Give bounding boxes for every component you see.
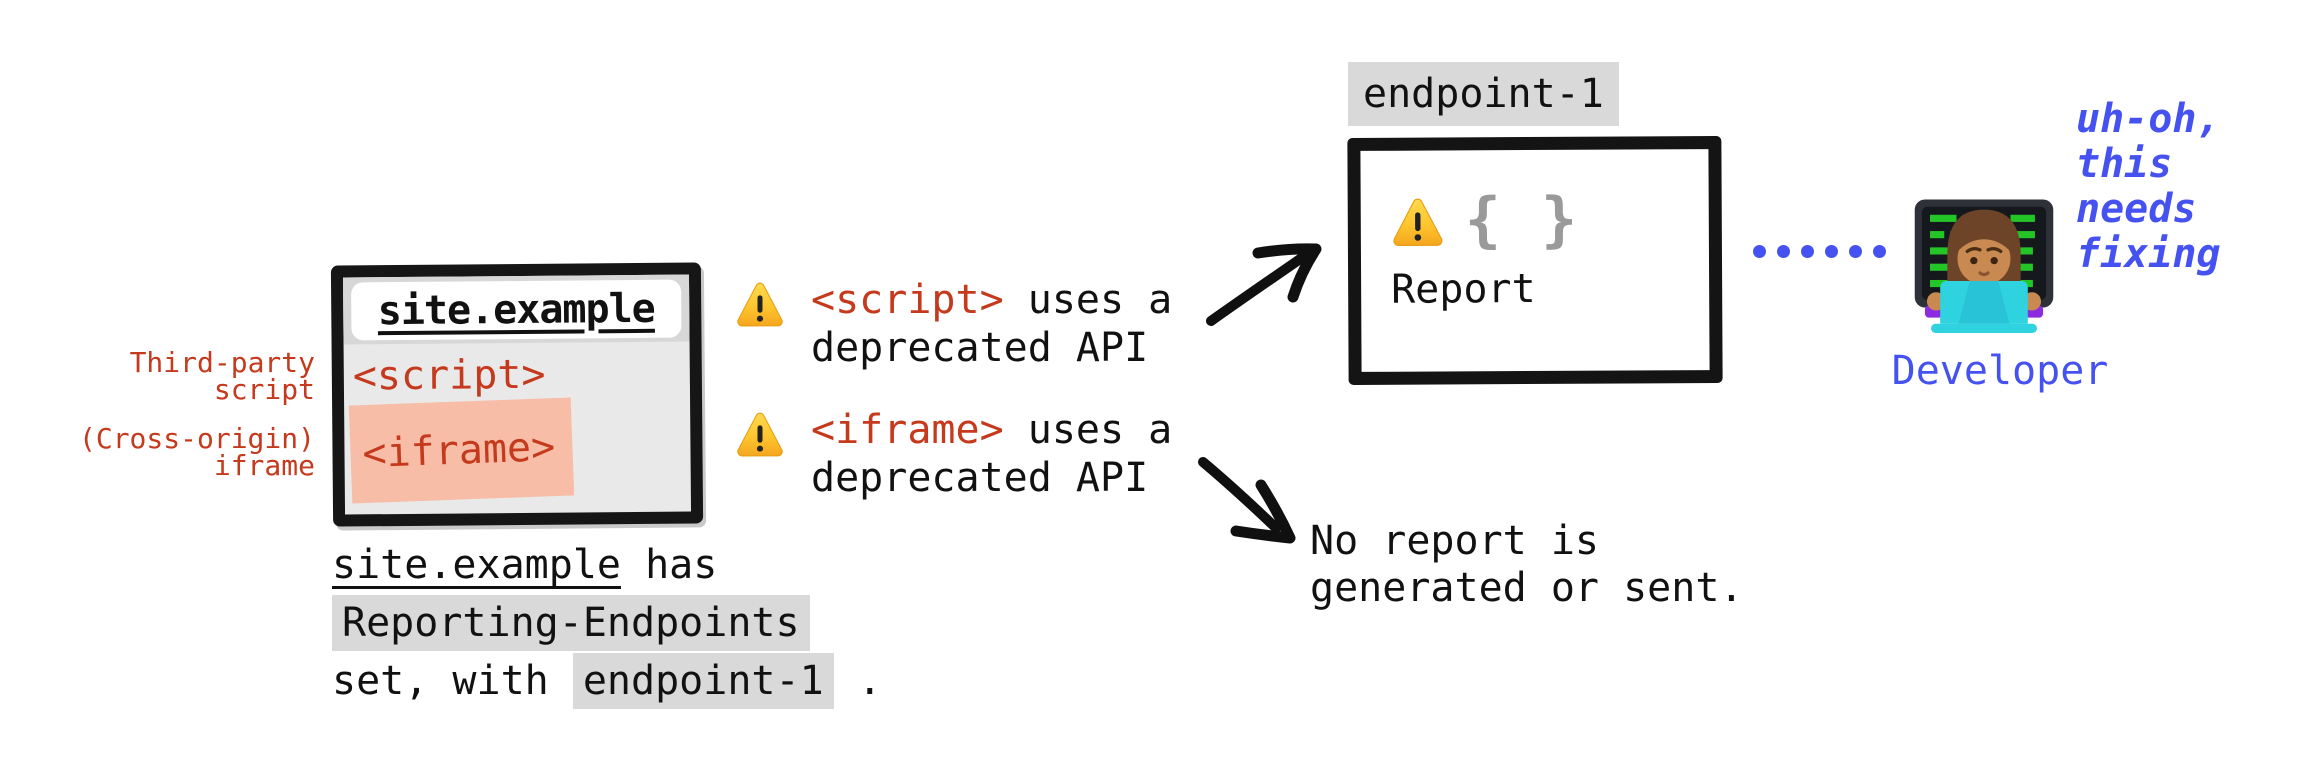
iframe-tag-text: <iframe> bbox=[361, 424, 556, 478]
warning-text: <script> uses a deprecated API bbox=[811, 277, 1173, 371]
iframe-element-box: <iframe> bbox=[348, 397, 575, 504]
report-label: Report bbox=[1391, 265, 1536, 313]
dot bbox=[1849, 245, 1862, 258]
caption-line-3: set, with endpoint-1 . bbox=[332, 652, 882, 710]
dot bbox=[1801, 245, 1814, 258]
dot bbox=[1777, 245, 1790, 258]
third-party-script-label: Third-party script bbox=[129, 346, 315, 406]
json-braces-icon: { } bbox=[1464, 184, 1580, 256]
woman-technologist-icon bbox=[1900, 173, 2068, 336]
endpoint-box: { } Report bbox=[1347, 136, 1723, 385]
no-report-text: No report is generated or sent. bbox=[1310, 518, 1744, 611]
dot bbox=[1825, 245, 1838, 258]
caption-line-1: site.example has bbox=[332, 542, 718, 588]
caption-line-2: Reporting-Endpoints bbox=[332, 594, 882, 652]
warning-text: <iframe> uses a deprecated API bbox=[811, 407, 1173, 501]
developer-label: Developer bbox=[1891, 348, 2109, 394]
reporting-endpoints-header-chip: Reporting-Endpoints bbox=[332, 595, 810, 651]
cross-origin-iframe-label: (Cross-origin) iframe bbox=[78, 422, 315, 482]
developer-thought-text: uh-oh, this needs fixing bbox=[2076, 96, 2221, 277]
site-browser-window: site.example <script> <iframe> bbox=[330, 262, 704, 527]
site-url: site.example bbox=[377, 285, 655, 335]
warning-icon bbox=[735, 408, 785, 458]
script-tag-text: <script> bbox=[352, 351, 546, 400]
endpoint-name-chip: endpoint-1 bbox=[572, 653, 834, 709]
endpoint-label-chip: endpoint-1 bbox=[1348, 62, 1619, 126]
arrow-to-no-report-icon bbox=[1198, 457, 1296, 544]
warning-icon bbox=[1391, 192, 1445, 248]
report-icons-row: { } bbox=[1391, 184, 1709, 256]
dot bbox=[1873, 245, 1886, 258]
script-element-row: <script> bbox=[353, 349, 690, 400]
arrow-to-endpoint-icon bbox=[1206, 243, 1322, 326]
dot bbox=[1753, 245, 1766, 258]
deprecation-warning-script: <script> uses a deprecated API bbox=[735, 276, 1172, 372]
address-bar[interactable]: site.example bbox=[351, 279, 682, 341]
deprecation-warning-iframe: <iframe> uses a deprecated API bbox=[735, 406, 1172, 502]
dotted-line bbox=[1753, 245, 1886, 258]
browser-toolbar: site.example bbox=[342, 274, 690, 345]
caption: site.example has Reporting-Endpoints set… bbox=[332, 536, 882, 710]
warning-icon bbox=[735, 278, 785, 328]
caption-site-link: site.example bbox=[332, 542, 621, 588]
